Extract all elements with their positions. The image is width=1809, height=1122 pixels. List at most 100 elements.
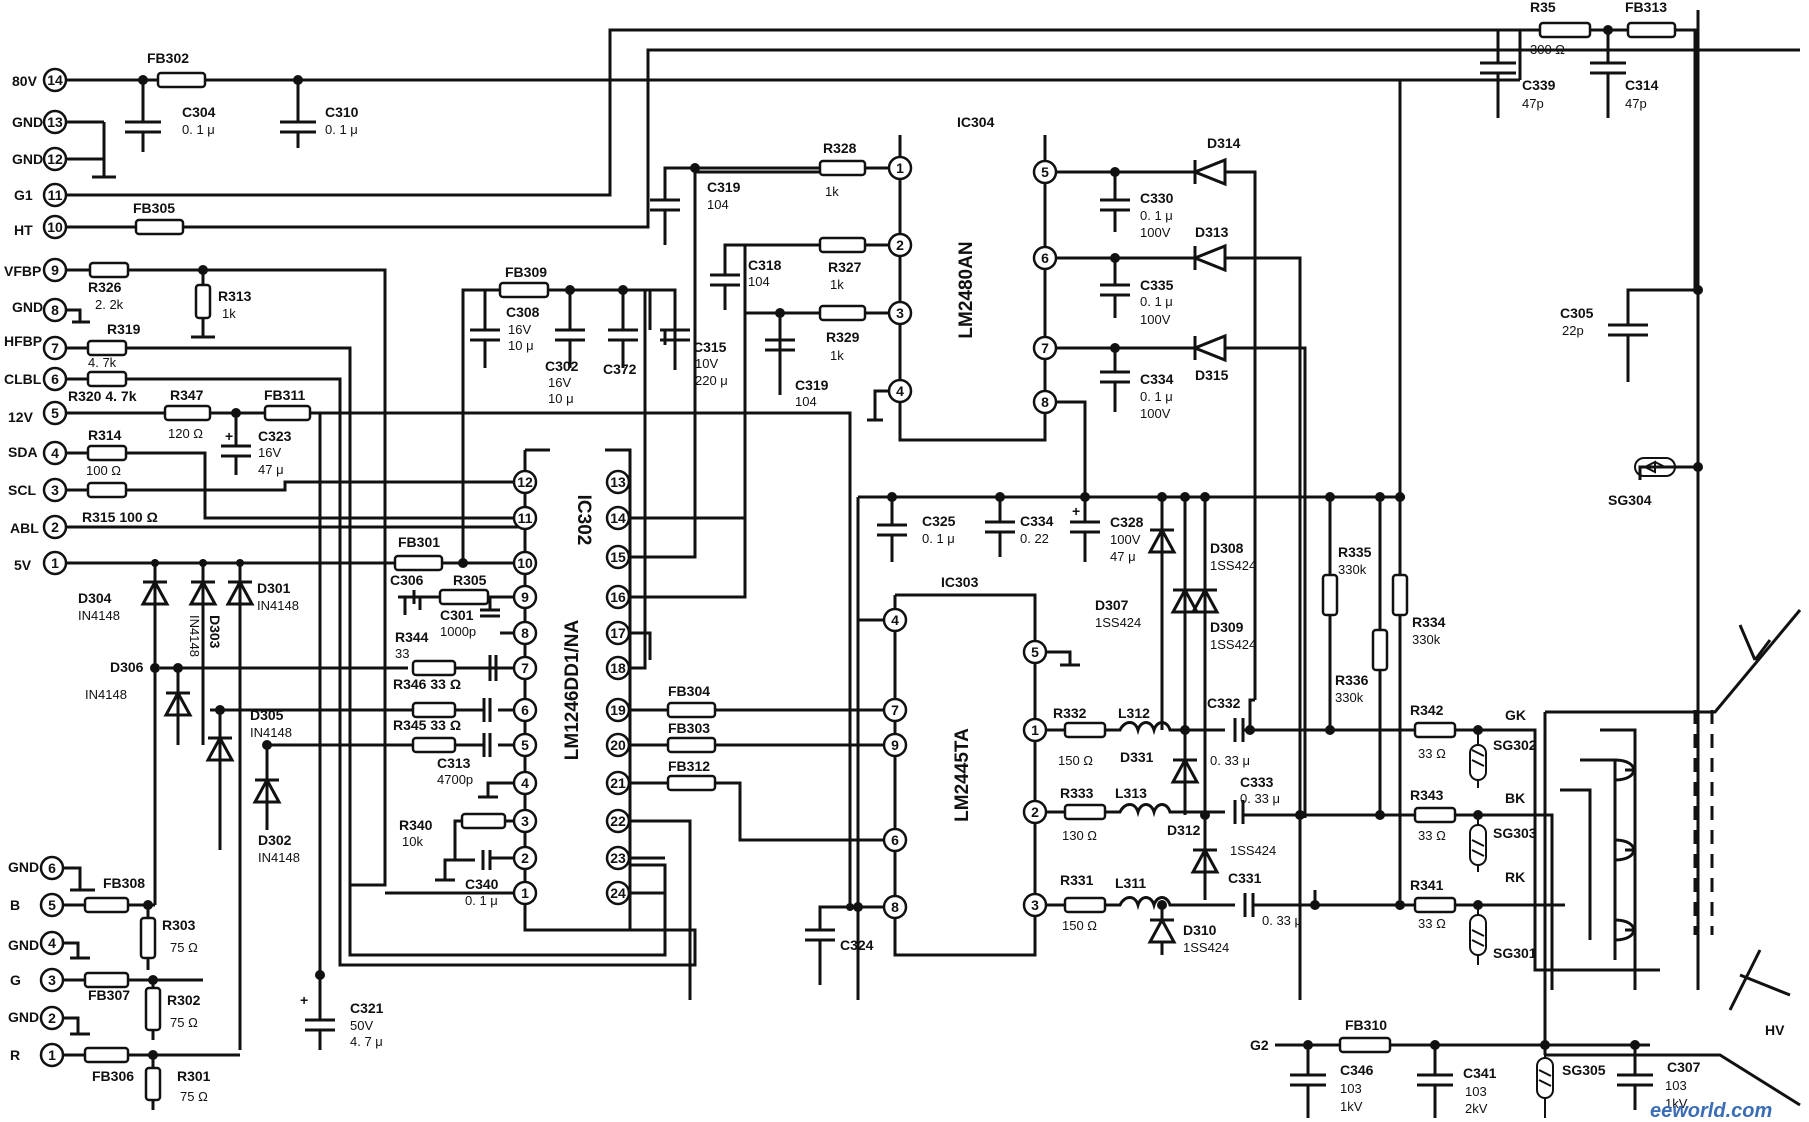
svg-text:130 Ω: 130 Ω	[1062, 828, 1097, 843]
svg-text:0. 1 μ: 0. 1 μ	[1140, 294, 1173, 309]
svg-text:0. 33 μ: 0. 33 μ	[1210, 753, 1250, 768]
svg-text:103: 103	[1340, 1081, 1362, 1096]
svg-text:8: 8	[521, 625, 529, 641]
svg-text:50V: 50V	[350, 1018, 373, 1033]
svg-text:R35: R35	[1530, 0, 1556, 15]
svg-text:150 Ω: 150 Ω	[1062, 918, 1097, 933]
svg-text:75 Ω: 75 Ω	[180, 1089, 208, 1104]
conn-pin-14: 14 80V	[12, 67, 68, 93]
svg-text:G1: G1	[14, 187, 33, 203]
svg-text:1: 1	[48, 1047, 56, 1063]
svg-text:LM2445TA: LM2445TA	[952, 728, 973, 822]
svg-text:GND: GND	[8, 1009, 39, 1025]
ic303: LM2445TA IC303 4 7 9 6 8 5 1 2 3 C324	[805, 574, 1080, 985]
svg-text:6: 6	[891, 832, 899, 848]
svg-text:7: 7	[51, 340, 59, 356]
svg-text:9: 9	[521, 589, 529, 605]
svg-text:80V: 80V	[12, 73, 38, 89]
svg-text:1SS424: 1SS424	[1230, 843, 1276, 858]
svg-text:FB310: FB310	[1345, 1017, 1387, 1033]
svg-text:SCL: SCL	[8, 482, 36, 498]
svg-text:D303: D303	[207, 615, 223, 649]
svg-text:2: 2	[896, 237, 904, 253]
svg-text:VFBP: VFBP	[4, 263, 41, 279]
svg-text:1SS424: 1SS424	[1183, 940, 1229, 955]
svg-text:3: 3	[1031, 897, 1039, 913]
svg-text:C372: C372	[603, 361, 637, 377]
svg-text:47p: 47p	[1625, 96, 1647, 111]
svg-text:L313: L313	[1115, 785, 1147, 801]
svg-text:FB313: FB313	[1625, 0, 1667, 15]
svg-text:FB312: FB312	[668, 758, 710, 774]
svg-text:10: 10	[47, 219, 63, 235]
svg-text:IN4148: IN4148	[250, 725, 292, 740]
svg-text:R346 33 Ω: R346 33 Ω	[393, 676, 461, 692]
svg-text:SDA: SDA	[8, 444, 38, 460]
svg-text:15: 15	[610, 549, 626, 565]
crt-tube: HV	[1543, 609, 1802, 1107]
svg-text:0. 33 μ: 0. 33 μ	[1240, 791, 1280, 806]
svg-text:G2: G2	[1250, 1037, 1269, 1053]
svg-text:D305: D305	[250, 707, 284, 723]
svg-text:R342: R342	[1410, 702, 1444, 718]
svg-text:LM2480AN: LM2480AN	[956, 241, 977, 338]
svg-text:GND: GND	[12, 114, 43, 130]
svg-text:20: 20	[610, 737, 626, 753]
svg-text:R315 100 Ω: R315 100 Ω	[82, 509, 158, 525]
svg-text:D306: D306	[110, 659, 144, 675]
svg-text:5: 5	[51, 405, 59, 421]
svg-text:IN4148: IN4148	[85, 687, 127, 702]
svg-text:C335: C335	[1140, 277, 1174, 293]
svg-text:R347: R347	[170, 387, 204, 403]
svg-text:FB302: FB302	[147, 50, 189, 66]
svg-text:104: 104	[748, 274, 770, 289]
svg-text:11: 11	[518, 510, 533, 526]
svg-text:C304: C304	[182, 104, 216, 120]
svg-text:D315: D315	[1195, 367, 1229, 383]
svg-text:C308: C308	[506, 304, 540, 320]
svg-text:B: B	[10, 897, 20, 913]
svg-text:D304: D304	[78, 590, 112, 606]
svg-text:14: 14	[47, 72, 63, 88]
svg-text:C313: C313	[437, 755, 471, 771]
svg-text:L312: L312	[1118, 705, 1150, 721]
svg-text:103: 103	[1665, 1078, 1687, 1093]
svg-text:5V: 5V	[14, 557, 32, 573]
svg-text:8: 8	[51, 302, 59, 318]
svg-text:0. 1 μ: 0. 1 μ	[1140, 208, 1173, 223]
svg-text:C310: C310	[325, 104, 359, 120]
svg-text:330k: 330k	[1335, 690, 1364, 705]
svg-text:R302: R302	[167, 992, 201, 1008]
svg-text:R340: R340	[399, 817, 433, 833]
svg-text:HT: HT	[14, 222, 33, 238]
svg-text:120 Ω: 120 Ω	[168, 426, 203, 441]
svg-text:C328: C328	[1110, 514, 1144, 530]
svg-text:5: 5	[521, 737, 529, 753]
svg-text:R: R	[10, 1047, 20, 1063]
svg-text:0. 1 μ: 0. 1 μ	[182, 122, 215, 137]
svg-text:23: 23	[610, 850, 626, 866]
svg-text:9: 9	[51, 262, 59, 278]
svg-text:R301: R301	[177, 1068, 211, 1084]
svg-text:R319: R319	[107, 321, 141, 337]
svg-text:FB307: FB307	[88, 987, 130, 1003]
svg-text:2kV: 2kV	[1465, 1101, 1488, 1116]
svg-text:24: 24	[610, 885, 626, 901]
svg-text:C341: C341	[1463, 1065, 1497, 1081]
svg-text:6: 6	[48, 860, 56, 876]
svg-text:R305: R305	[453, 572, 487, 588]
svg-text:GK: GK	[1505, 707, 1526, 723]
svg-text:R331: R331	[1060, 872, 1094, 888]
svg-text:R343: R343	[1410, 787, 1444, 803]
